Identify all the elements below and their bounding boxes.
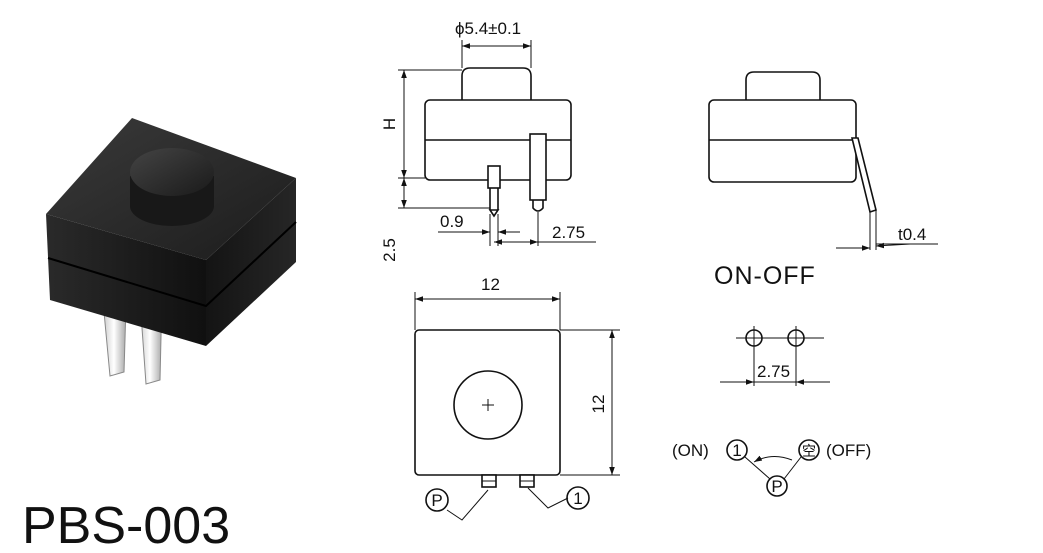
top-view: 12 12 P 1: [414, 275, 620, 521]
model-name: PBS-003: [22, 497, 230, 553]
schematic-pin-off: 空: [802, 443, 816, 459]
pin-callout-on: 1: [573, 489, 582, 508]
dim-pin-offset: 0.9: [440, 212, 464, 231]
dim-footprint-pitch: 2.75: [757, 362, 790, 381]
dim-button-diameter: ϕ5.4±0.1: [455, 19, 521, 38]
front-view: ϕ5.4±0.1 H 2.5 0.9 2.75: [380, 19, 596, 262]
product-photo: [46, 118, 297, 385]
off-state-label: (OFF): [826, 441, 871, 460]
dim-height: H: [380, 118, 399, 130]
dim-body-width: 12: [481, 275, 500, 294]
dim-pin-thickness: t0.4: [898, 225, 926, 244]
schematic-pin-common: P: [771, 477, 782, 496]
schematic-pin-on: 1: [732, 441, 741, 460]
pin-callout-common: P: [431, 491, 442, 510]
switch-mode-label: ON-OFF: [714, 262, 816, 290]
pcb-footprint: 2.75: [720, 326, 830, 386]
dim-pin-length: 2.5: [380, 238, 399, 262]
dim-body-depth: 12: [589, 395, 608, 414]
switch-schematic: (ON) 1 空 (OFF) P: [672, 439, 871, 497]
on-state-label: (ON): [672, 441, 709, 460]
side-view: t0.4: [708, 71, 938, 251]
dim-pin-pitch: 2.75: [552, 223, 585, 242]
